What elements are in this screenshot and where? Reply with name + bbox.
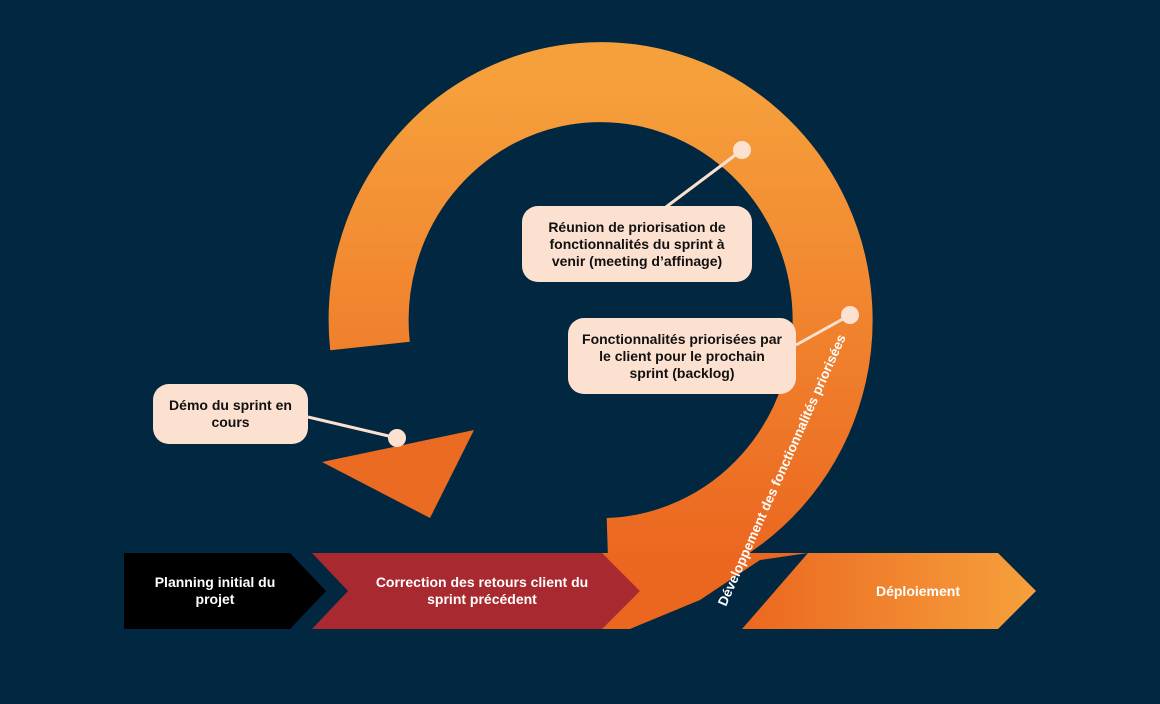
stage-planning-shape [124, 553, 326, 629]
stage-correction-shape [312, 553, 640, 629]
callout-reunion: Réunion de priorisation de fonctionnalit… [522, 206, 752, 282]
stage-development-shape [602, 553, 808, 629]
connector-backlog-line [795, 313, 851, 347]
callout-backlog: Fonctionnalités priorisées par le client… [568, 318, 796, 394]
connector-reunion-line [665, 148, 743, 209]
stage-correction-label: Correction des retours client du sprint … [375, 574, 589, 607]
callout-demo: Démo du sprint en cours [153, 384, 308, 444]
loop-arc [328, 42, 873, 598]
stage-deploiement-shape [742, 553, 1036, 629]
stage-deploiement-label: Déploiement [875, 582, 960, 599]
connector-reunion-dot [733, 141, 751, 159]
connector-backlog-dot [841, 306, 859, 324]
connector-demo-line [307, 415, 398, 440]
loop-arrowhead [322, 430, 474, 518]
stage-planning-label: Planning initial du projet [154, 574, 276, 607]
connector-demo-dot [388, 429, 406, 447]
